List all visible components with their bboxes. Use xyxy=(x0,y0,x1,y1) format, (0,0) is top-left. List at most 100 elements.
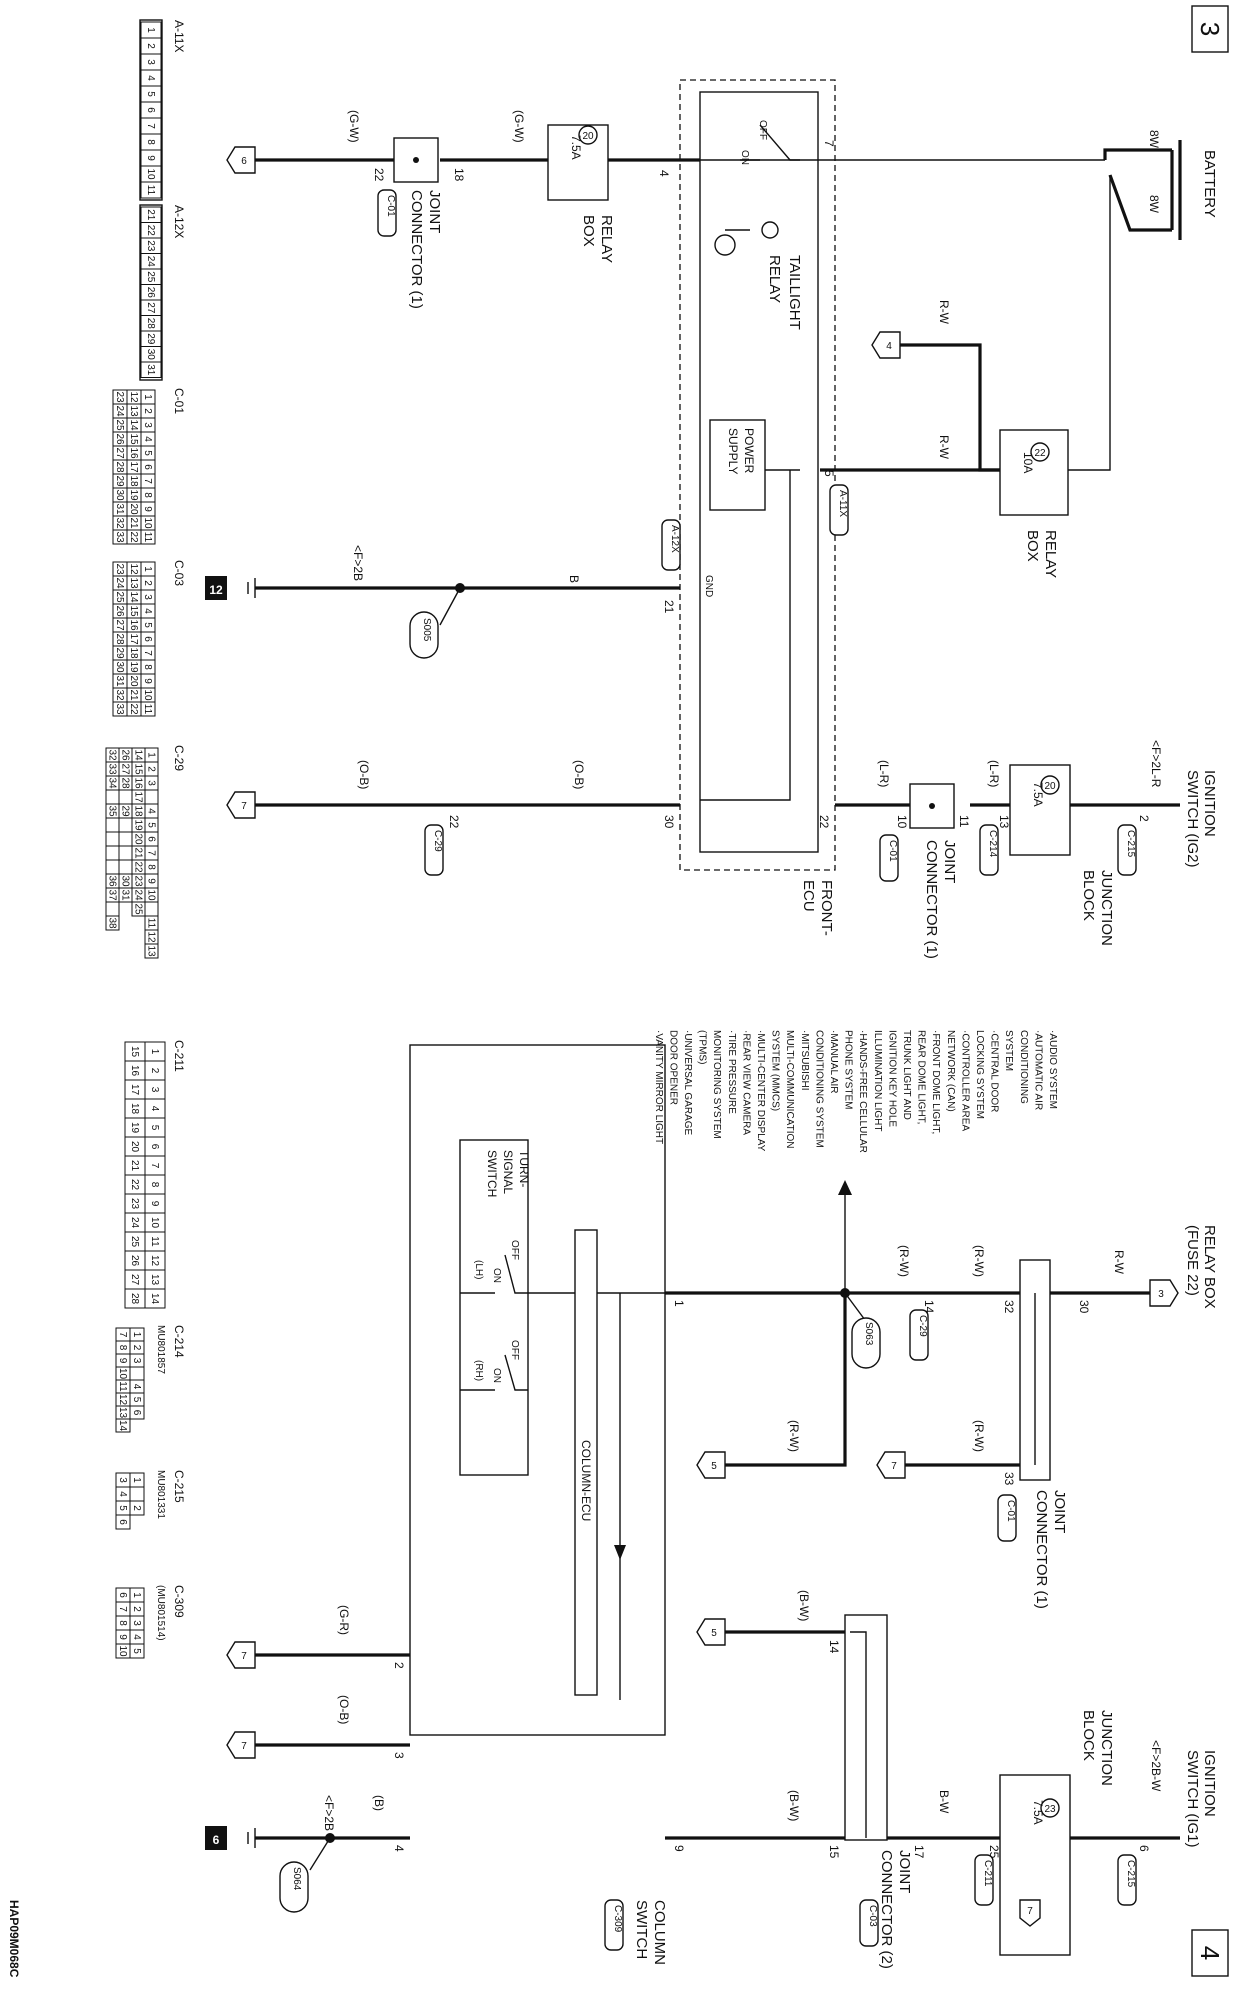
jb-left-label2: BLOCK xyxy=(1080,870,1097,921)
c214-pin-3-label: 3 xyxy=(131,1358,142,1364)
relay-on-label: ON xyxy=(739,150,750,165)
c03-pin-9-label: 9 xyxy=(142,678,153,684)
c211-pin-7-label: 7 xyxy=(149,1163,160,1169)
pin-3-right: 3 xyxy=(392,1752,406,1759)
c211-pin-2-label: 2 xyxy=(149,1068,160,1074)
fuse20b-number: 20 xyxy=(1044,781,1056,792)
c01-pin-8-label: 8 xyxy=(142,492,153,498)
c01-pin-30-label: 30 xyxy=(114,489,125,501)
front-ecu-dashed-box xyxy=(679,79,836,871)
wire-label-rw-c: (R-W) xyxy=(972,1420,986,1452)
system-list-item: TRUNK LIGHT AND xyxy=(901,1030,912,1120)
splice-tag-s063: S063 xyxy=(844,1292,881,1369)
c211-pin-28-label: 28 xyxy=(129,1293,140,1305)
turn-label2: SIGNAL xyxy=(501,1150,515,1194)
gnd-label: GND xyxy=(703,575,714,597)
c215-pin-6-cell xyxy=(115,1514,131,1530)
c29-pin-37-label: 37 xyxy=(107,889,118,901)
c01-pin-7-label: 7 xyxy=(142,478,153,484)
c29-pin-16-label: 16 xyxy=(133,777,144,789)
c29-pin-19-label: 19 xyxy=(133,819,144,831)
flag-4-text: 4 xyxy=(886,341,892,352)
c29-pin-9-label: 9 xyxy=(146,878,157,884)
page-number-3: 3 xyxy=(1191,5,1229,53)
pin-7: 7 xyxy=(822,140,836,147)
c211-pin-8-label: 8 xyxy=(149,1182,160,1188)
a11x-ref-tag: A-11X xyxy=(829,484,849,536)
lh-label: (LH) xyxy=(473,1260,484,1279)
system-list-item: CONDITIONING SYSTEM xyxy=(813,1030,824,1148)
rh-off: OFF xyxy=(509,1340,520,1360)
wire-label-gr: (G-R) xyxy=(337,1605,351,1635)
ign-switch-ig1-label2: SWITCH (IG1) xyxy=(1184,1750,1201,1848)
wire-label-lr1: (L-R) xyxy=(987,760,1001,787)
pin-5: 5 xyxy=(822,470,836,477)
c29-pin-blank-2-3-cell xyxy=(118,789,133,805)
c29-ref-tag-left: C-29 xyxy=(424,824,444,876)
pin-15: 15 xyxy=(827,1845,841,1859)
ground-6: 6 xyxy=(205,1826,256,1850)
a12x-pin-29-label: 29 xyxy=(145,333,156,345)
off-page-flag-7d: 7 xyxy=(226,1731,256,1759)
wire-rw-to-flag5 xyxy=(725,1293,847,1467)
wire-label-f2b: <F>2B xyxy=(351,545,365,581)
c01-pin-25-label: 25 xyxy=(114,419,125,431)
a12x-pin-28-label: 28 xyxy=(145,318,156,330)
c29-pin-36-label: 36 xyxy=(107,875,118,887)
c01-pin-23-label: 23 xyxy=(114,391,125,403)
c211-pin-22-label: 22 xyxy=(129,1179,140,1191)
a12x-pin-23-label: 23 xyxy=(145,240,156,252)
power-label: POWER xyxy=(742,428,756,474)
system-list-item: NETWORK (CAN) xyxy=(945,1030,956,1112)
c01-pin-28-label: 28 xyxy=(114,461,125,473)
c309-pin-1-label: 1 xyxy=(131,1592,142,1598)
c03-pin-28-label: 28 xyxy=(114,633,125,645)
c211-pin-24-label: 24 xyxy=(129,1217,140,1229)
system-list-item: ·CONTROLLER AREA xyxy=(959,1030,970,1131)
c03-pin-21-label: 21 xyxy=(128,689,139,701)
c211-pin-10-label: 10 xyxy=(149,1217,160,1229)
c03-pin-33-cell xyxy=(112,701,128,717)
c214-pin-blank-0-3-cell xyxy=(129,1366,145,1381)
c03-pin-32-label: 32 xyxy=(114,689,125,701)
c03-pin-3-label: 3 xyxy=(142,594,153,600)
c03-pin-4-label: 4 xyxy=(142,608,153,614)
a11x-pin-10-label: 10 xyxy=(145,168,156,180)
c01-pin-6-label: 6 xyxy=(142,464,153,470)
system-list-item: ·MANUAL AIR xyxy=(828,1030,839,1094)
c215-pin-5-label: 5 xyxy=(117,1505,128,1511)
c29-pin-1-label: 1 xyxy=(146,752,157,758)
c211-pin-17-label: 17 xyxy=(129,1084,140,1096)
c29-pin-17-label: 17 xyxy=(133,791,144,803)
jc1-label2: CONNECTOR (1) xyxy=(408,190,425,309)
c03-pin-10-label: 10 xyxy=(142,689,153,701)
c03-pin-33-label: 33 xyxy=(114,703,125,715)
c309-pin-3-label: 3 xyxy=(131,1620,142,1626)
c03-name: C-03 xyxy=(172,560,186,586)
c211-pin-9-label: 9 xyxy=(149,1201,160,1207)
wire-8w-1: 8W xyxy=(1147,130,1161,149)
off-page-flag-5a: 5 xyxy=(696,1451,726,1479)
column-switch-label2: SWITCH xyxy=(633,1900,650,1959)
c211-pin-23-label: 23 xyxy=(129,1198,140,1210)
flag-7b-text: 7 xyxy=(1027,1906,1033,1917)
c29-pin-13-label: 13 xyxy=(146,945,157,957)
system-list-item: ·VANITY MIRROR LIGHT xyxy=(653,1030,664,1144)
c215-ref-tag-left: C-215 xyxy=(1117,824,1137,876)
front-ecu-inner-box xyxy=(699,91,819,853)
c29-ref-right: C-29 xyxy=(917,1315,928,1337)
c03-pin-6-label: 6 xyxy=(142,636,153,642)
off-page-flag-4: 4 xyxy=(871,331,901,359)
c01-pin-29-label: 29 xyxy=(114,475,125,487)
c29-pin-blank-2-8-cell xyxy=(118,859,133,875)
pin-11: 11 xyxy=(957,815,971,828)
a11x-name: A-11X xyxy=(172,20,186,52)
a11x-pin-2-label: 2 xyxy=(145,43,156,49)
c214-name: C-214 xyxy=(172,1325,186,1358)
wire-label-gw1: (G-W) xyxy=(512,110,526,143)
c29-pin-blank-0-3-cell xyxy=(144,789,159,805)
c211-name: C-211 xyxy=(172,1040,186,1072)
system-list-item: (TPMS) xyxy=(697,1030,708,1064)
c03-pin-2-label: 2 xyxy=(142,580,153,586)
